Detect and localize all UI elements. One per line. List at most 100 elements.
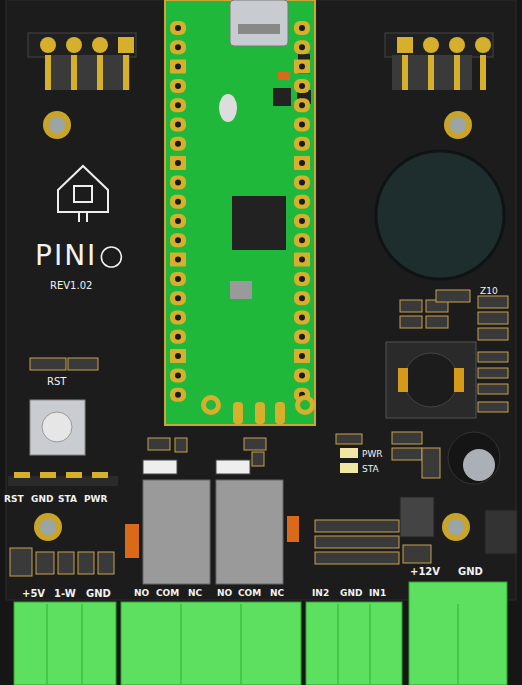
header-left [28, 33, 136, 90]
silkscreen-label: RST [47, 377, 66, 387]
castellated-pad [170, 156, 186, 170]
pad-hole [175, 392, 181, 398]
pad-hole [175, 237, 181, 243]
header-pad [40, 37, 56, 53]
smd-component [478, 384, 508, 394]
terminal-dividers [47, 604, 458, 684]
castellated-pad [170, 118, 186, 132]
castellated-pad [170, 253, 186, 267]
pad-hole [175, 44, 181, 50]
pad-hole [175, 353, 181, 359]
silkscreen-label: GND [86, 589, 111, 599]
pad-hole [175, 334, 181, 340]
castellated-pad [294, 214, 310, 228]
silkscreen-label: COM [156, 589, 179, 598]
smd-component [315, 552, 399, 564]
silkscreen-label: +5V [22, 589, 45, 599]
header-pin [454, 55, 460, 90]
header-pad [66, 37, 82, 53]
castellated-pad [170, 21, 186, 35]
castellated-pad [294, 368, 310, 382]
castellated-pad [170, 349, 186, 363]
header-pin [97, 55, 103, 90]
smd-component [175, 438, 187, 452]
small-pin [66, 472, 82, 478]
castellated-pad [294, 137, 310, 151]
pad-hole [175, 141, 181, 147]
pad-hole [175, 64, 181, 70]
castellated-pad [170, 79, 186, 93]
silkscreen-label: NO [217, 589, 232, 598]
smd-component [30, 358, 66, 370]
terminal-divider [457, 604, 459, 684]
header-pad [92, 37, 108, 53]
castellated-pad [170, 98, 186, 112]
castellated-pad [170, 368, 186, 382]
small-pin [40, 472, 56, 478]
small-pin [14, 472, 30, 478]
smd-component [10, 548, 32, 576]
terminal-divider [46, 604, 48, 684]
smd-component [252, 452, 264, 466]
header-pin [71, 55, 77, 90]
header-right [385, 33, 493, 90]
pad-hole [299, 179, 305, 185]
small-pin [92, 472, 108, 478]
smd-component [58, 552, 74, 574]
pad-hole [299, 122, 305, 128]
castellated-pad [170, 40, 186, 54]
silkscreen-label: RST [4, 495, 24, 504]
smd-component [426, 316, 448, 328]
castellated-pad [294, 156, 310, 170]
smd-component [478, 402, 508, 412]
smd-component [478, 328, 508, 340]
power-inductor [386, 342, 476, 418]
castellated-pad [170, 330, 186, 344]
smd-component [148, 438, 170, 450]
pad-hole [175, 25, 181, 31]
logo-circle [101, 247, 121, 267]
pad-hole [299, 237, 305, 243]
pad-hole [299, 372, 305, 378]
castellated-pad [170, 388, 186, 402]
smd-component [68, 358, 98, 370]
castellated-pad [294, 330, 310, 344]
silkscreen-label: GND [458, 567, 483, 577]
castellated-pad [170, 233, 186, 247]
castellated-pad [294, 21, 310, 35]
terminal-divider [337, 604, 339, 684]
header-pad [423, 37, 439, 53]
silkscreen-label: 1-W [54, 589, 76, 599]
header-pin [123, 55, 129, 90]
silkscreen-label: COM [238, 589, 261, 598]
silkscreen-label: Z10 [480, 287, 498, 296]
house-logo [58, 166, 108, 222]
smd-component [315, 520, 399, 532]
castellated-pad [170, 272, 186, 286]
electrolytic-capacitor [448, 432, 500, 484]
pad-hole [299, 141, 305, 147]
relays [125, 460, 299, 584]
pico-bottom-pads [201, 395, 315, 424]
silkscreen-label: IN1 [369, 589, 386, 598]
castellated-pad [294, 233, 310, 247]
pad-hole [299, 276, 305, 282]
smd-component [400, 316, 422, 328]
header-pad [475, 37, 491, 53]
silkscreen-label: NO [134, 589, 149, 598]
silkscreen-label: STA [58, 495, 77, 504]
silkscreen-label: REV1.02 [50, 281, 92, 291]
pad-hole [299, 315, 305, 321]
pad-hole [299, 160, 305, 166]
buzzer [376, 151, 504, 279]
small-header-pins [14, 472, 108, 478]
silkscreen-label: NC [270, 589, 284, 598]
pad-hole [299, 353, 305, 359]
header-pin [480, 55, 486, 90]
smd-component [244, 438, 266, 450]
terminal-divider [180, 604, 182, 684]
pad-hole [299, 218, 305, 224]
